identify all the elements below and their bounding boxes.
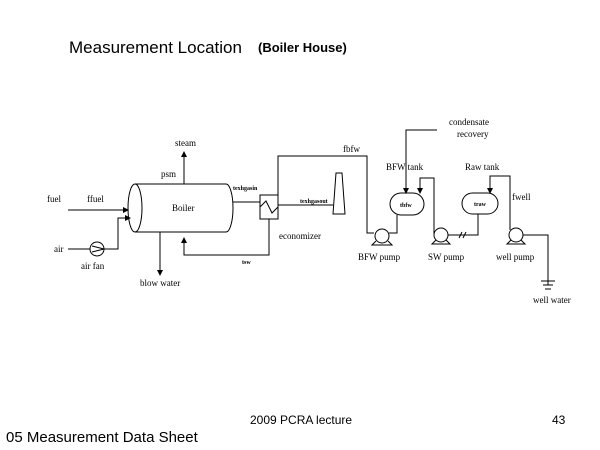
label-fwell: fwell	[512, 192, 531, 202]
air-fan	[89, 241, 105, 257]
page-title: Measurement Location	[69, 38, 242, 57]
raw-tank	[461, 192, 499, 215]
label-well-pump: well pump	[496, 252, 535, 262]
label-raw-tank: Raw tank	[465, 162, 500, 172]
tsw-line	[181, 219, 270, 256]
label-well-water: well water	[533, 295, 571, 305]
label-texhgasin: texhgasin	[233, 186, 258, 192]
well-water-line	[523, 234, 549, 285]
label-economizer: economizer	[279, 231, 321, 241]
label-ffuel: ffuel	[87, 194, 104, 204]
label-air-fan: air fan	[81, 261, 105, 271]
condensate-line	[403, 129, 437, 194]
label-traw: traw	[474, 202, 487, 208]
label-fuel: fuel	[47, 194, 61, 204]
well-pump	[508, 227, 524, 243]
label-boiler: Boiler	[172, 203, 195, 213]
page-number: 43	[552, 413, 566, 427]
bfw-pump	[374, 228, 390, 244]
footer-lecture: 2009 PCRA lecture	[250, 413, 353, 427]
label-steam: steam	[175, 138, 196, 148]
boiler-drum	[127, 183, 234, 233]
label-tsw: tsw	[242, 260, 251, 266]
sw-to-bfw-line	[417, 177, 435, 234]
raw-to-sw-line	[448, 213, 479, 236]
label-fbfw: fbfw	[343, 144, 360, 154]
label-air: air	[54, 244, 64, 254]
stack	[332, 172, 346, 215]
label-condensate: condensate	[449, 117, 489, 127]
page-subtitle: (Boiler House)	[258, 40, 347, 55]
label-recovery: recovery	[457, 129, 489, 139]
sw-pump	[433, 227, 449, 243]
fbfw-line	[277, 155, 374, 234]
label-tbfw: tbfw	[400, 203, 412, 209]
label-texhgasout: texhgasout	[300, 199, 328, 205]
label-psteam: psm	[161, 169, 176, 179]
label-bfw-pump: BFW pump	[358, 252, 401, 262]
section-label: 05 Measurement Data Sheet	[6, 429, 198, 446]
well-to-raw-line	[487, 175, 511, 230]
label-blow-water: blow water	[140, 278, 180, 288]
label-sw-pump: SW pump	[428, 252, 465, 262]
label-bfw-tank: BFW tank	[386, 162, 424, 172]
